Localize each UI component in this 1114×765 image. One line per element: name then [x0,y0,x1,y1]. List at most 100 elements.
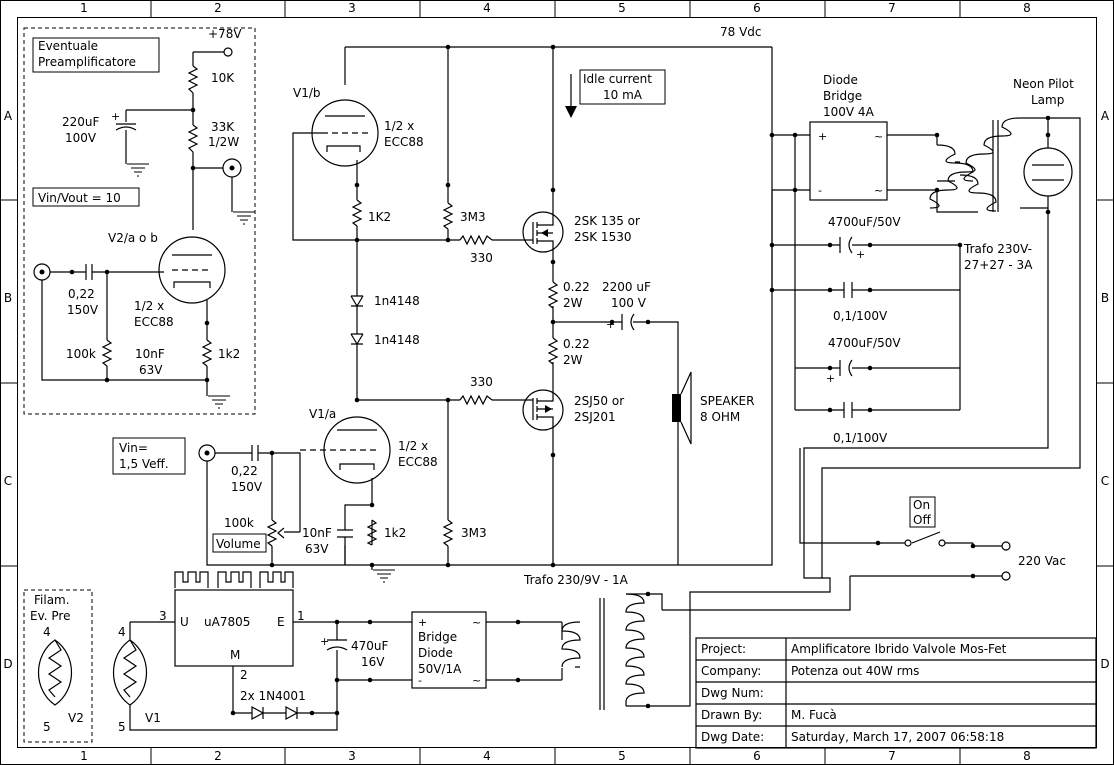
mosfet-p-label-1: 2SJ50 or [574,394,624,408]
row-label-a: A [4,109,13,123]
plus78-label: +78V [208,27,242,41]
column-label-3: 3 [348,1,356,15]
tb-company-value: Potenza out 40W rms [791,664,919,678]
column-label-7: 7 [888,1,896,15]
neon-lamp [1023,147,1073,197]
column-label-2-bottom: 2 [214,749,222,763]
bridge-small-label-2: Diode [418,646,453,660]
resistor-1k2-pre [201,339,213,367]
c2200-label: 2200 uF [602,280,651,294]
filament-v1 [112,639,148,706]
mosfet-p [522,389,564,431]
resistor-330-top [459,234,493,246]
top-half-label: 1/2 x [384,119,414,133]
top-r330-label: 330 [470,251,493,265]
pin5-pre-label: 5 [43,720,51,734]
v2-tube-label: V2/a o b [108,231,158,245]
reg-m-label: M [230,648,240,662]
speaker-label-1: SPEAKER [700,394,754,408]
column-label-3-bottom: 3 [348,749,356,763]
mosfet-p-label-2: 2SJ201 [574,410,616,424]
transformer-main [929,117,1048,213]
pre-cin-volt-label: 150V [67,303,99,317]
filament-v2 [37,639,73,706]
diode-bridge-small [411,611,487,689]
column-label-7-bottom: 7 [888,749,896,763]
column-label-1: 1 [80,1,88,15]
idle-current-label-2: 10 mA [603,88,643,102]
pre-c10nf-label: 10nF [135,347,165,361]
heatsink [174,571,294,588]
c4700-1-label: 4700uF/50V [828,215,901,229]
diode1-label: 1n4148 [374,294,420,308]
column-label-2: 2 [214,1,222,15]
tb-dwgdate-value: Saturday, March 17, 2007 06:58:18 [791,730,1004,744]
svg-text:-: - [418,674,422,687]
switch-off-label: Off [913,513,931,527]
svg-text:~: ~ [472,616,481,629]
capacitor-01uf-2 [795,245,961,418]
tb-project-value: Amplificatore Ibrido Valvole Mos-Fet [791,642,1007,656]
speaker [672,394,681,422]
speaker-label-2: 8 OHM [700,410,740,424]
resistor-33k [187,124,199,153]
tb-dwgdate-label: Dwg Date: [701,730,764,744]
filament-supply: Trafo 230/9V - 1A + ~ - ~ Bridge Diode 5… [23,571,831,743]
v16-label: 16V [361,655,385,669]
bridge-label-3: 100V 4A [823,105,875,119]
pin4-pre-label: 4 [43,625,51,639]
v2-filament-label: V2 [68,711,84,725]
potentiometer-volume[interactable] [266,519,300,547]
svg-text:+: + [111,110,120,123]
title-block: Project: Amplificatore Ibrido Valvole Mo… [695,637,1097,749]
bridge-small-label-1: Bridge [418,630,457,644]
resistor-100k-pre [101,339,113,367]
row-label-b: B [4,291,12,305]
cap220-label: 220uF [62,115,100,129]
svg-text:~: ~ [874,184,883,197]
column-label-1-bottom: 1 [80,749,88,763]
tube-v2 [158,236,226,304]
resistor-022-top [547,281,559,309]
svg-text:+: + [606,318,615,331]
resistor-330-bottom [459,394,493,406]
mosfet-n-label-1: 2SK 135 or [574,214,640,228]
row-label-c-right: C [1101,474,1109,488]
preamp-title-2: Preamplificatore [38,55,136,69]
mains-label: 220 Vac [1018,554,1066,568]
row-label-d: D [3,657,12,671]
trafo-main-label-1: Trafo 230V- [963,242,1032,256]
main-cin-label: 0,22 [231,464,258,478]
vin-label-2: 1,5 Veff. [119,457,169,471]
svg-text:~: ~ [472,674,481,687]
pin5-v1-label: 5 [118,720,126,734]
tb-drawnby-value: M. Fucà [791,708,837,722]
row-label-c: C [4,474,12,488]
idle-current-label-1: Idle current [583,72,652,86]
column-label-6-bottom: 6 [753,749,761,763]
c4700-2-label: 4700uF/50V [828,336,901,350]
power-supply: Diode Bridge 100V 4A + ~ - ~ Neon Pilot … [662,73,1081,611]
regulator-label: uA7805 [204,615,250,629]
r022-top-label: 0.22 [563,280,590,294]
top-ecc88-label: ECC88 [384,135,424,149]
reg-e-label: E [277,615,285,629]
vin-label-1: Vin= [119,441,148,455]
r33k-label: 33K [211,120,235,134]
pin1-label: 1 [297,609,305,623]
mosfet-n [522,211,564,253]
preamp-section: Eventuale Preamplificatore Vin/Vout = 10… [23,27,256,415]
reg-u-label: U [180,615,189,629]
capacitor-470uf [326,622,348,680]
tb-dwgnum-label: Dwg Num: [701,686,764,700]
output-stage: 78 Vdc V1/b 1/2 x ECC88 1K2 3M3 330 1n41… [112,25,800,583]
pre-v63-label: 63V [139,363,163,377]
tb-project-label: Project: [701,642,746,656]
diode-1n4001-b [285,705,337,721]
switch-on-label: On [913,498,930,512]
row-label-d-right: D [1100,657,1109,671]
row-label-b-right: B [1101,291,1109,305]
w2-bot-label: 2W [563,353,583,367]
capacitor-10nf-bottom [337,529,353,565]
bottom-r3m3-label: 3M3 [461,526,487,540]
